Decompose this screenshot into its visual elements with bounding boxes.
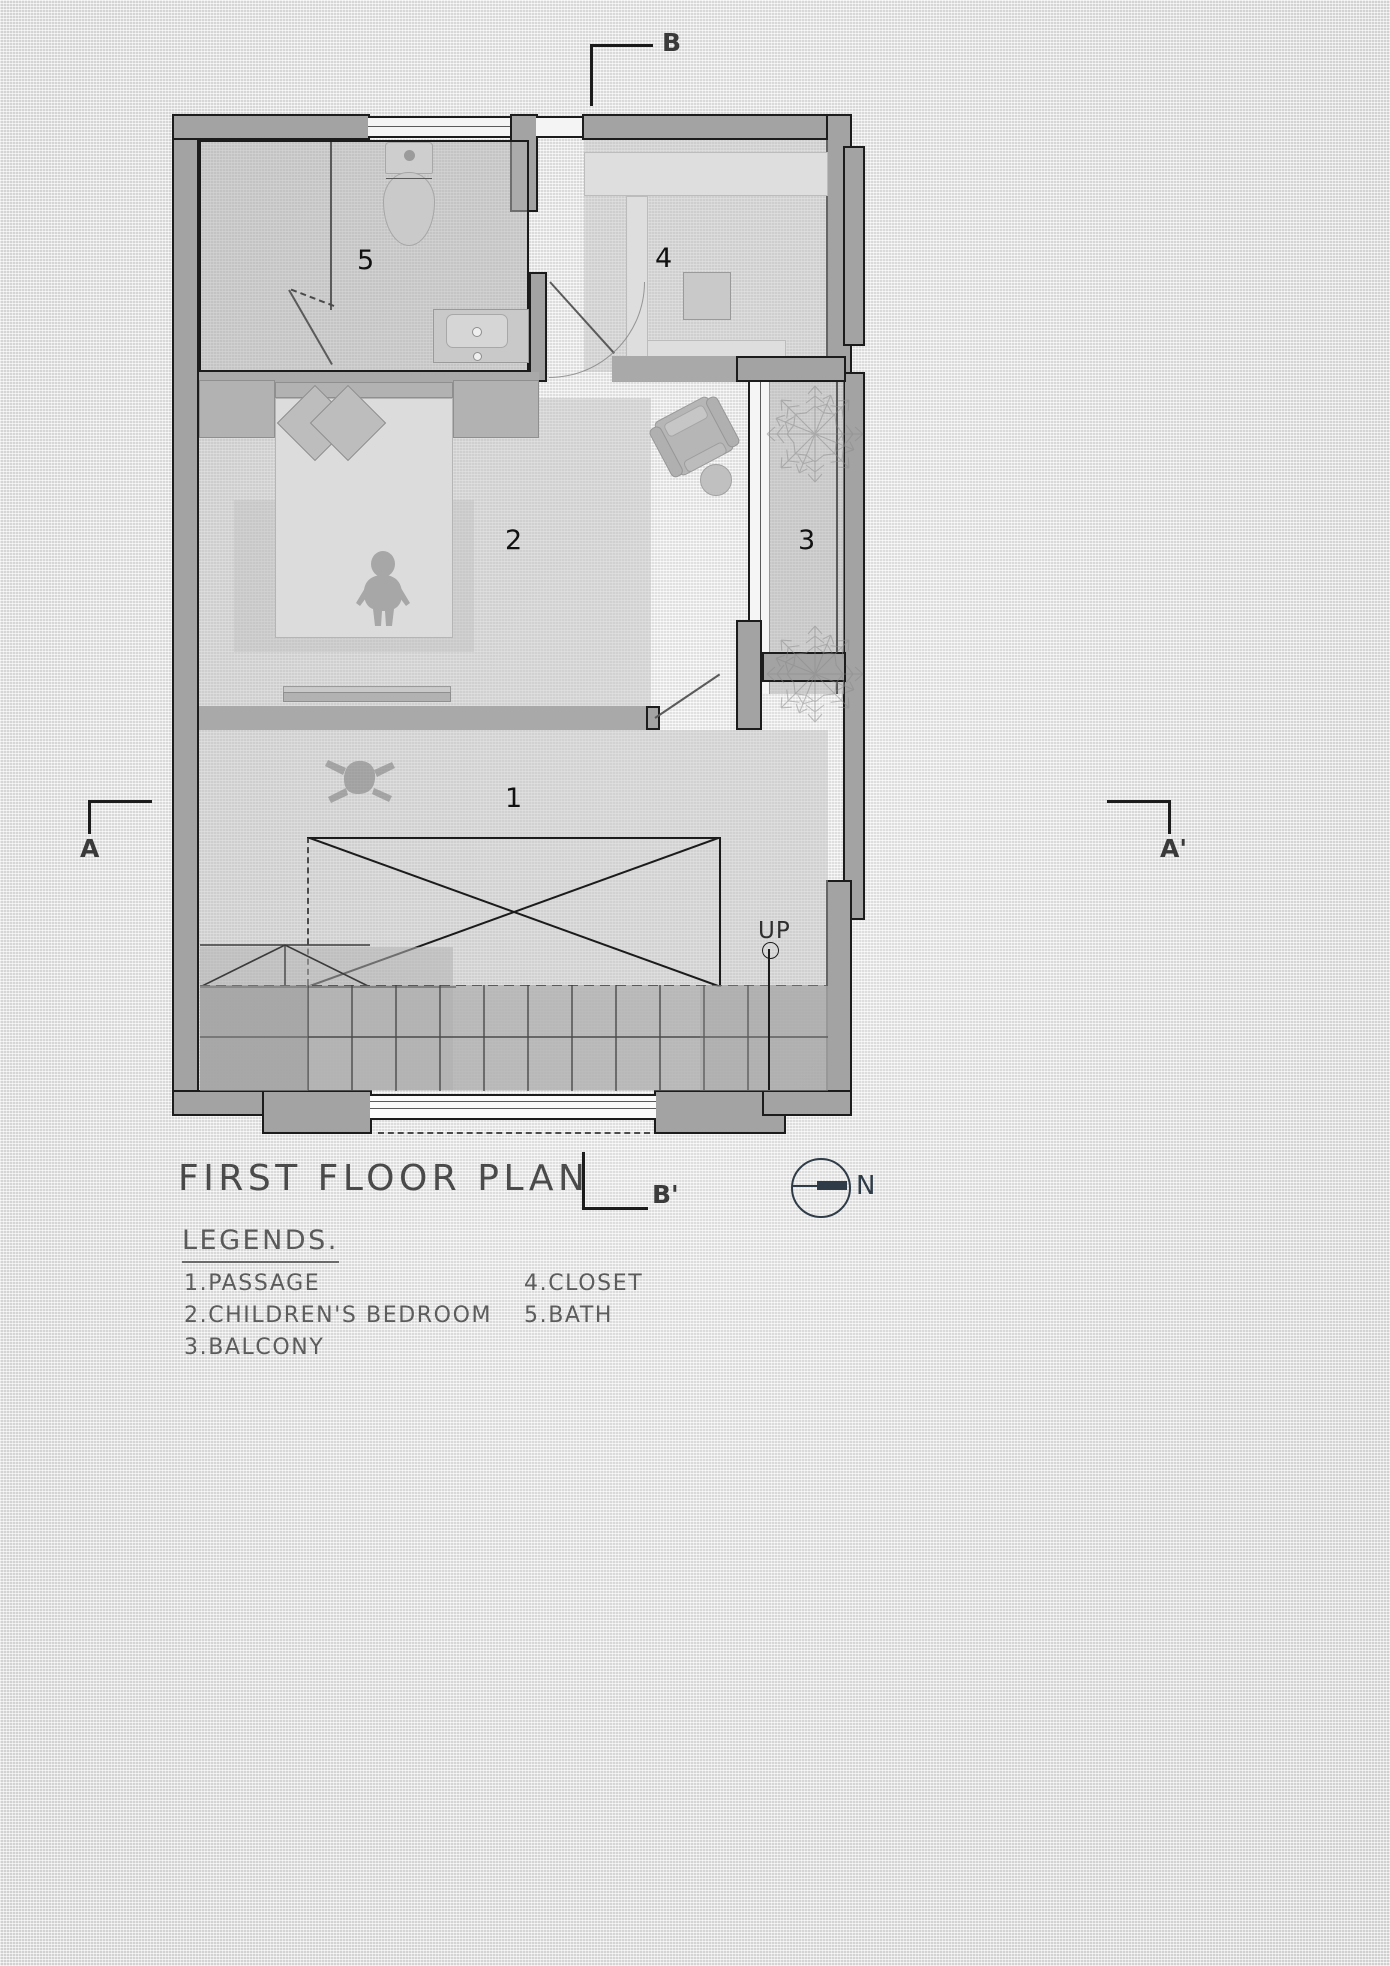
balcony-sliding-glazing: [748, 382, 770, 694]
window-mullion: [368, 126, 516, 127]
legend-column-left: 1.PASSAGE 2.CHILDREN'S BEDROOM 3.BALCONY: [184, 1268, 492, 1364]
exterior-wall-right-jog: [843, 146, 865, 346]
legend-heading: LEGENDS.: [182, 1225, 339, 1263]
north-arrow-head: [817, 1181, 847, 1190]
stair-void-edge-left-dashed: [307, 837, 309, 985]
exterior-wall-bottom-right: [762, 1090, 852, 1116]
closet-shelf-top: [584, 152, 828, 196]
section-marker-b-vertical: [590, 44, 593, 106]
section-label-b: B: [662, 28, 682, 57]
north-label: N: [856, 1171, 876, 1201]
room-bath-outline: [199, 140, 529, 372]
entry-glazing-mullion-2: [370, 1108, 656, 1109]
plant-icon-bottom: [766, 625, 864, 723]
toilet-seat-hinge: [386, 178, 432, 179]
stair-void-edge-top: [307, 837, 721, 839]
balcony-wall-bottom-return: [736, 620, 762, 730]
toilet-bowl: [383, 172, 435, 246]
exterior-wall-bottom-left-step: [262, 1090, 372, 1134]
bath-faucet-icon: [473, 352, 482, 361]
closet-storage-box: [683, 272, 731, 320]
entry-swing-dashed: [378, 1132, 650, 1134]
exterior-wall-top-left: [172, 114, 370, 140]
section-marker-b-prime-horizontal: [582, 1207, 648, 1210]
bedroom-wardrobe-right: [453, 380, 539, 438]
entry-glazing-mullion-1: [370, 1101, 656, 1102]
armchair-icon: [649, 396, 740, 478]
stair-up-label: UP: [758, 918, 791, 944]
exterior-wall-right-lower: [843, 372, 865, 920]
room-number-closet: 4: [655, 243, 673, 274]
legend-item-3: 3.BALCONY: [184, 1335, 325, 1360]
room-number-balcony: 3: [798, 525, 816, 556]
side-table-icon: [700, 464, 732, 496]
room-number-passage: 1: [505, 783, 523, 814]
legend-item-4: 4.CLOSET: [524, 1271, 644, 1296]
page-title: FIRST FLOOR PLAN: [178, 1158, 590, 1199]
legend-item-5: 5.BATH: [524, 1303, 614, 1328]
exterior-wall-left: [172, 114, 199, 1116]
bedroom-wardrobe-left: [199, 380, 275, 438]
door-jamb-bedroom: [646, 706, 660, 730]
section-marker-a-horizontal: [88, 800, 152, 803]
section-marker-a-prime-vertical: [1168, 800, 1171, 834]
section-label-a: A: [80, 834, 100, 863]
balcony-railing: [836, 382, 838, 694]
bedroom-door-leaf: [654, 673, 721, 719]
stair-up-origin-dot: [762, 942, 779, 959]
closet-door-jamb: [529, 272, 547, 382]
north-arrow-circle: [791, 1158, 851, 1218]
entry-glazing-bottom: [370, 1094, 656, 1120]
balcony-glazing-mullion: [760, 382, 761, 694]
bed-headboard: [275, 382, 453, 398]
plant-icon-top: [766, 385, 864, 483]
section-label-b-prime: B': [652, 1180, 679, 1209]
room-number-bath: 5: [357, 245, 375, 276]
bath-sink-drain-icon: [472, 327, 482, 337]
section-marker-a-prime-horizontal: [1107, 800, 1171, 803]
stair-treads: [200, 985, 828, 1091]
closet-shelf-left: [626, 196, 648, 362]
stair-void-edge-right: [719, 837, 721, 985]
section-marker-a-vertical: [88, 800, 91, 834]
interior-wall-bedroom-passage: [199, 706, 651, 730]
window-closet-top: [536, 116, 584, 138]
bedroom-low-cabinet-front: [283, 692, 451, 702]
toilet-flush-button-icon: [404, 150, 415, 161]
legend-item-1: 1.PASSAGE: [184, 1271, 321, 1296]
person-silhouette-bed: [356, 551, 410, 626]
room-number-bedroom: 2: [505, 525, 523, 556]
stair-up-direction-line: [768, 949, 770, 1090]
exterior-wall-right-bottom: [826, 880, 852, 1116]
bath-shower-partition: [330, 142, 332, 310]
section-marker-b-horizontal: [590, 44, 653, 47]
section-label-a-prime: A': [1160, 834, 1188, 863]
section-marker-b-prime-vertical: [582, 1152, 585, 1210]
balcony-wall-top-return: [736, 356, 846, 382]
person-silhouette-passage: [325, 760, 395, 803]
window-bath-top: [368, 116, 516, 138]
exterior-wall-top-right: [582, 114, 852, 140]
legend-item-2: 2.CHILDREN'S BEDROOM: [184, 1303, 493, 1328]
north-arrow-tail: [793, 1185, 819, 1187]
legend-column-right: 4.CLOSET 5.BATH: [524, 1268, 643, 1332]
